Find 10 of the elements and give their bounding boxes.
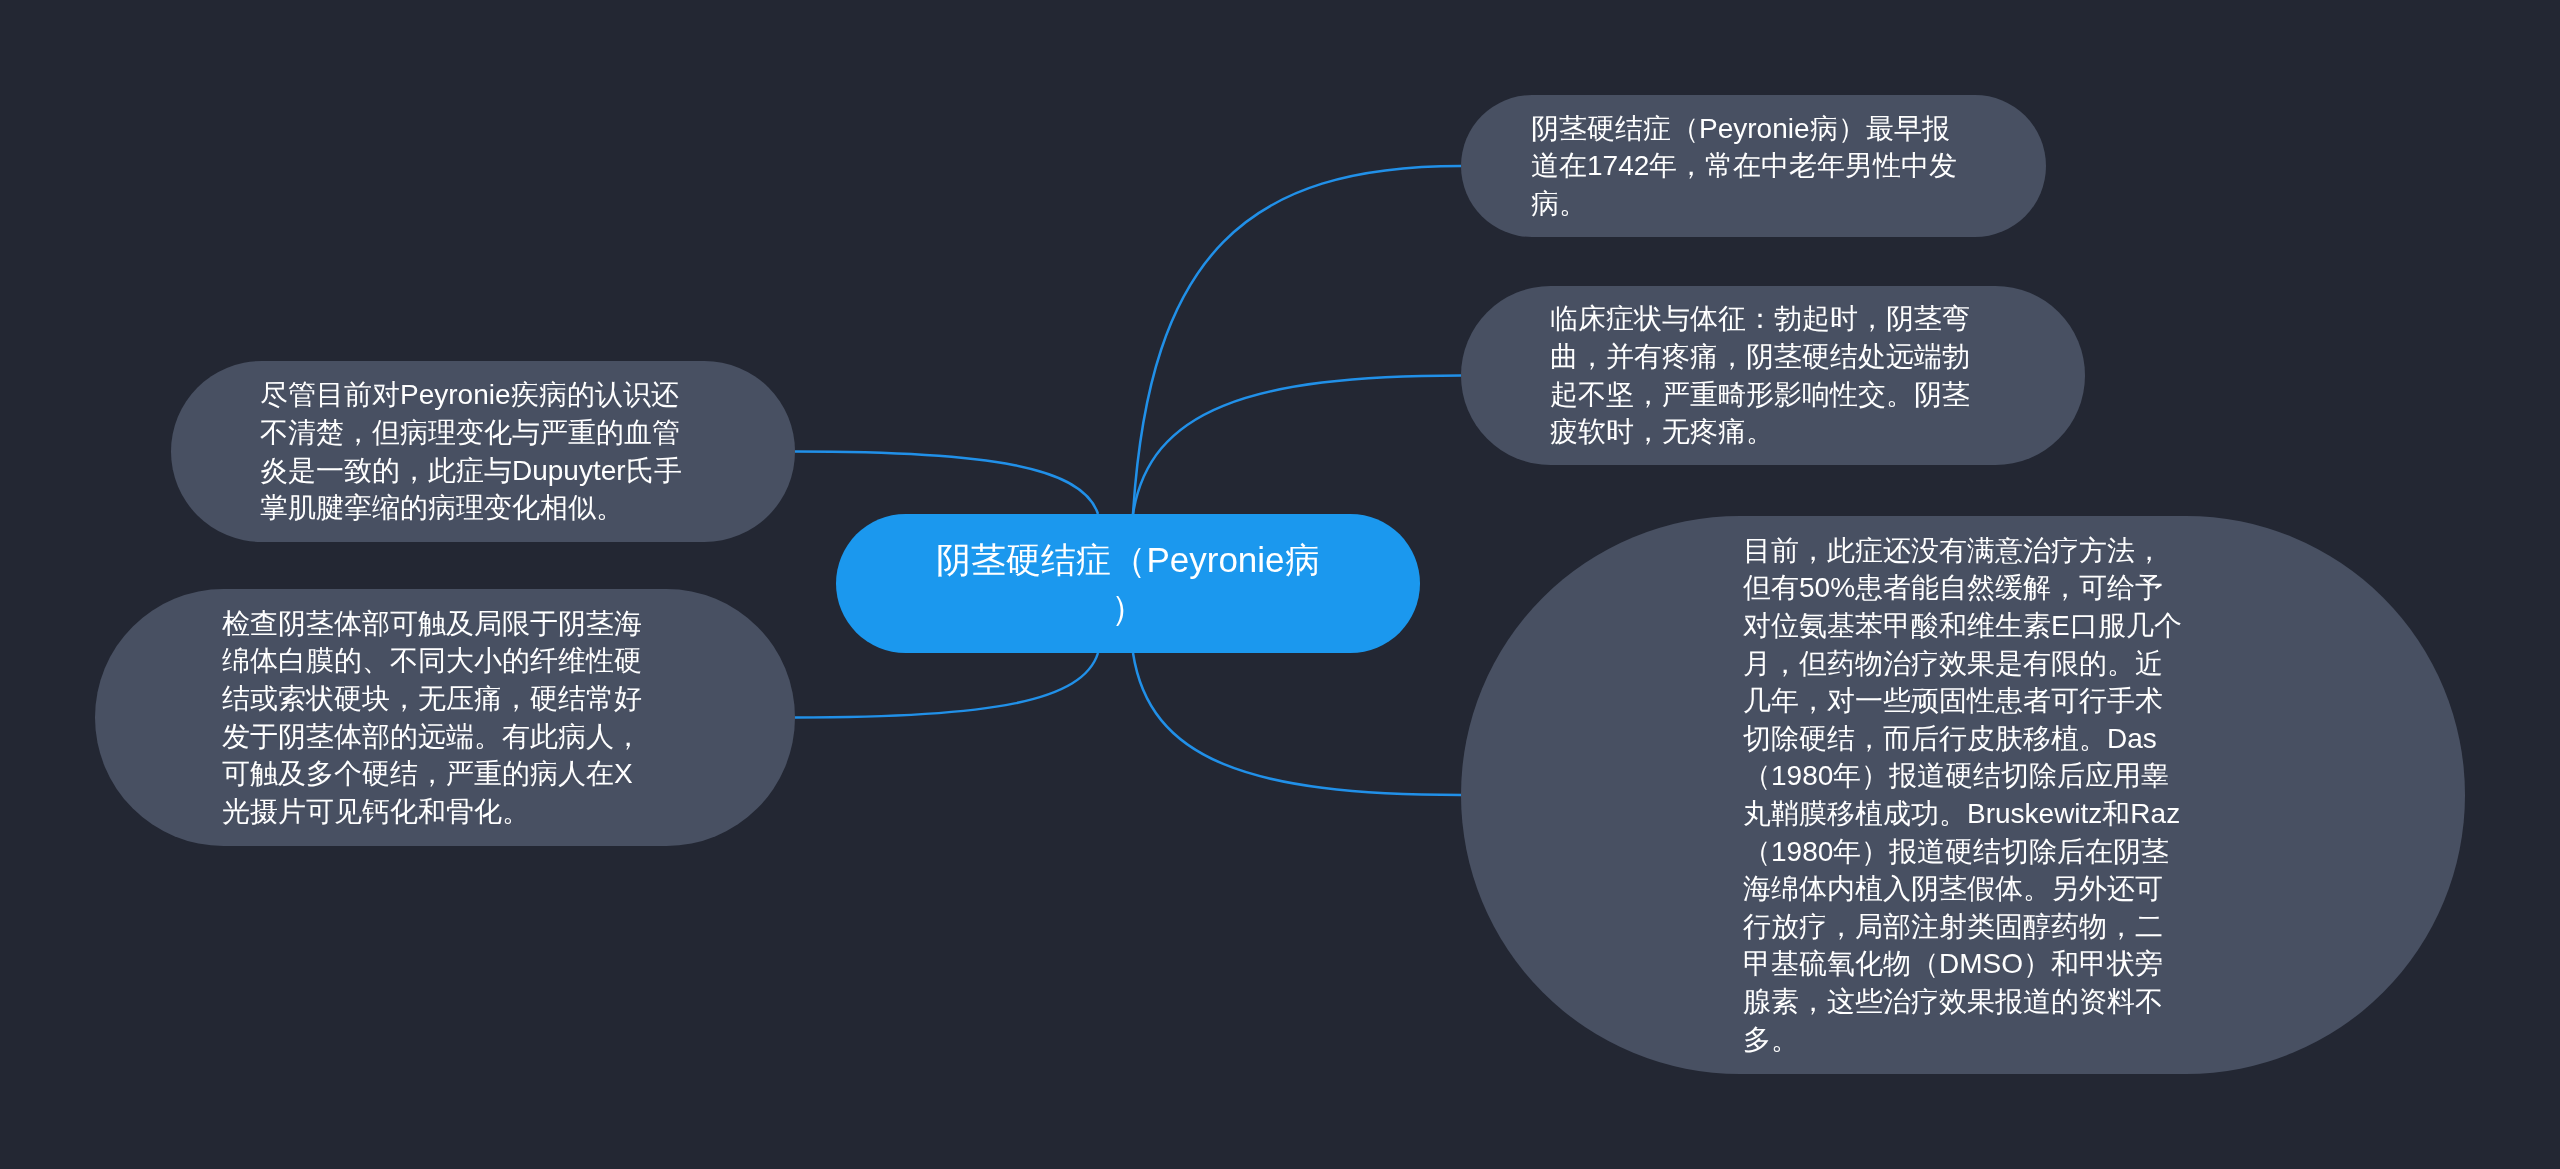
connector-line <box>795 652 1100 719</box>
connector-line <box>1131 374 1461 515</box>
connector-line <box>795 450 1100 515</box>
central-topic-box: 阴茎硬结症（Peyronie病） <box>836 514 1420 653</box>
topic-box: 检查阴茎体部可触及局限于阴茎海绵体白膜的、不同大小的纤维性硬结或索状硬块，无压痛，硬结常好发于阴茎体部的远端。有此病人，可触及多个硬结，严重的病人在X光摄片可见钙化和骨化。 <box>95 589 795 846</box>
connector-line <box>1131 652 1461 797</box>
topic-box: 临床症状与体征：勃起时，阴茎弯曲，并有疼痛，阴茎硬结处远端勃起不坚，严重畸形影响性交。阴茎疲软时，无疼痛。 <box>1461 286 2085 465</box>
topic-box: 阴茎硬结症（Peyronie病）最早报道在1742年，常在中老年男性中发病。 <box>1461 95 2046 237</box>
topic-box: 尽管目前对Peyronie疾病的认识还不清楚，但病理变化与严重的血管炎是一致的，此症与Dupuyter氏手掌肌腱挛缩的病理变化相似。 <box>171 361 795 542</box>
topic-box: 目前，此症还没有满意治疗方法，但有50%患者能自然缓解，可给予对位氨基苯甲酸和维生素E口服几个月，但药物治疗效果是有限的。近几年，对一些顽固性患者可行手术切除硬结，而后行皮肤移植。Das（1980年）报道硬结切除后应用睾丸鞘膜移植成功。Bruskewitz和Raz（1980年）报道硬结切除后在阴茎海绵体内植入阴茎假体。另外还可行放疗，局部注射类固醇药物，二甲基硫氧化物（DMSO）和甲状旁腺素，这些治疗效果报道的资料不多。 <box>1461 516 2465 1074</box>
